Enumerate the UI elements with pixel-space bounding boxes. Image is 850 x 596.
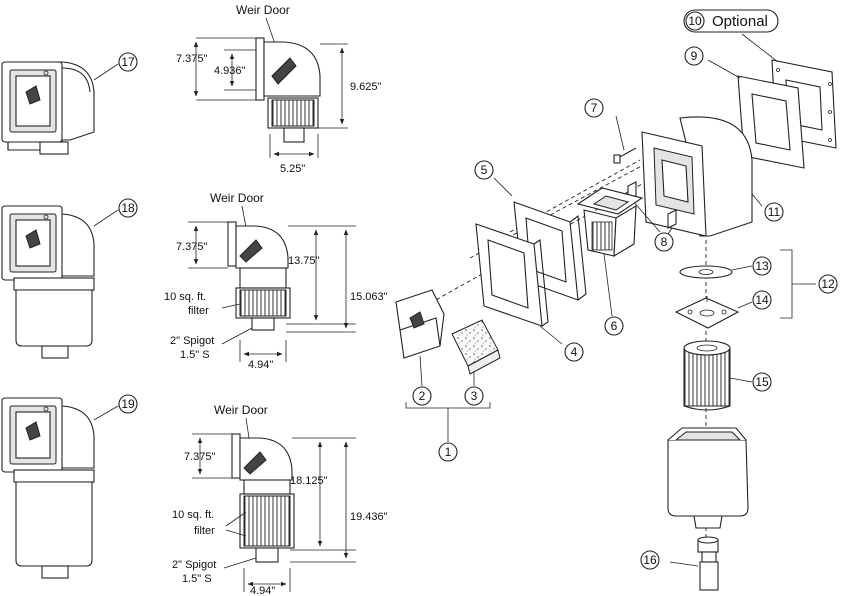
side-profile-1: Weir Door 7.375" 4.936" 9.625" 5.25" [176,3,382,175]
part-9-gasket [707,59,805,169]
dim-7375-1: 7.375" [176,53,208,65]
callout-2: 2 [412,386,432,406]
dim-15063: 15.063" [350,291,388,303]
callout-4: 4 [564,342,584,362]
dim-18125: 18.125" [290,475,328,487]
dim-19436: 19.436" [350,511,388,523]
svg-text:17: 17 [121,55,135,69]
skimmer-19-illustration [1,397,119,579]
dim-494-3: 4.94" [250,585,275,596]
filter-label-2a: 10 sq. ft. [164,291,206,303]
part-4-front-frame [475,223,563,345]
dim-7375-3: 7.375" [184,451,216,463]
filter-label-3b: filter [194,525,215,537]
callout-11: 11 [764,202,784,222]
spigot-label-2b: 1.5" S [180,349,210,361]
part-6-basket [576,187,644,317]
svg-text:15: 15 [755,375,769,389]
svg-text:11: 11 [768,205,781,219]
callout-1: 1 [438,442,458,462]
callout-18: 18 [118,198,138,218]
callout-9: 9 [684,46,704,66]
svg-text:10: 10 [688,14,702,28]
part-7-screw [613,115,637,164]
callout-19: 19 [118,394,138,414]
svg-text:6: 6 [611,319,618,333]
callout-13: 13 [752,256,772,276]
callout-15: 15 [752,372,772,392]
svg-text:1: 1 [445,445,452,459]
callout-3: 3 [464,386,484,406]
side-profile-2: Weir Door 7.375" 13.75" 15.063" 10 sq. f… [164,191,388,371]
spigot-label-3b: 1.5" S [182,573,212,585]
svg-text:14: 14 [755,293,769,307]
callout-5: 5 [474,160,494,180]
part-3-foam-block [451,319,501,386]
callout-12: 12 [818,274,838,294]
exploded-view: 10 Optional 9 11 [395,9,838,591]
svg-text:13: 13 [755,259,769,273]
svg-text:4: 4 [571,345,578,359]
side-profile-3: Weir Door 7.375" 18.125" 19.436" 10 sq. … [172,403,388,596]
filter-label-3a: 10 sq. ft. [172,509,214,521]
skimmer-17-illustration [1,61,119,155]
part-16-spigot [669,536,719,591]
callout-16: 16 [640,550,660,570]
callout-6: 6 [604,316,624,336]
svg-text:5: 5 [481,163,488,177]
part-2-weir-door [395,289,445,387]
skimmer-18-illustration [1,205,119,359]
dim-9625: 9.625" [350,81,382,93]
dim-525: 5.25" [280,163,305,175]
svg-text:2: 2 [419,389,426,403]
spigot-label-3a: 2" Spigot [172,559,216,571]
callout-8: 8 [654,232,674,252]
weir-door-label-1: Weir Door [236,3,290,17]
svg-text:19: 19 [121,397,135,411]
callout-10: 10 Optional [683,9,779,33]
dim-7375-2: 7.375" [176,241,208,253]
optional-label: Optional [712,13,768,30]
weir-door-label-2: Weir Door [210,191,264,205]
callout-7: 7 [584,98,604,118]
dim-4936: 4.936" [214,65,246,77]
part-canister [667,427,749,529]
part-15-cartridge-filter [683,340,753,411]
callout-14: 14 [752,290,772,310]
dim-1375: 13.75" [288,255,320,267]
spigot-label-2a: 2" Spigot [170,335,214,347]
svg-text:16: 16 [643,553,657,567]
svg-text:18: 18 [121,201,135,215]
svg-text:9: 9 [691,49,698,63]
svg-text:7: 7 [591,101,598,115]
part-11-skimmer-body [641,116,763,237]
svg-text:12: 12 [821,277,835,291]
part-14-mount-plate [674,296,753,329]
svg-text:3: 3 [471,389,478,403]
dim-494-2: 4.94" [248,359,273,371]
weir-door-label-3: Weir Door [214,403,268,417]
filter-label-2b: filter [188,305,209,317]
svg-text:8: 8 [661,235,668,249]
part-13-gasket-disc [679,265,753,279]
callout-17: 17 [118,52,138,72]
